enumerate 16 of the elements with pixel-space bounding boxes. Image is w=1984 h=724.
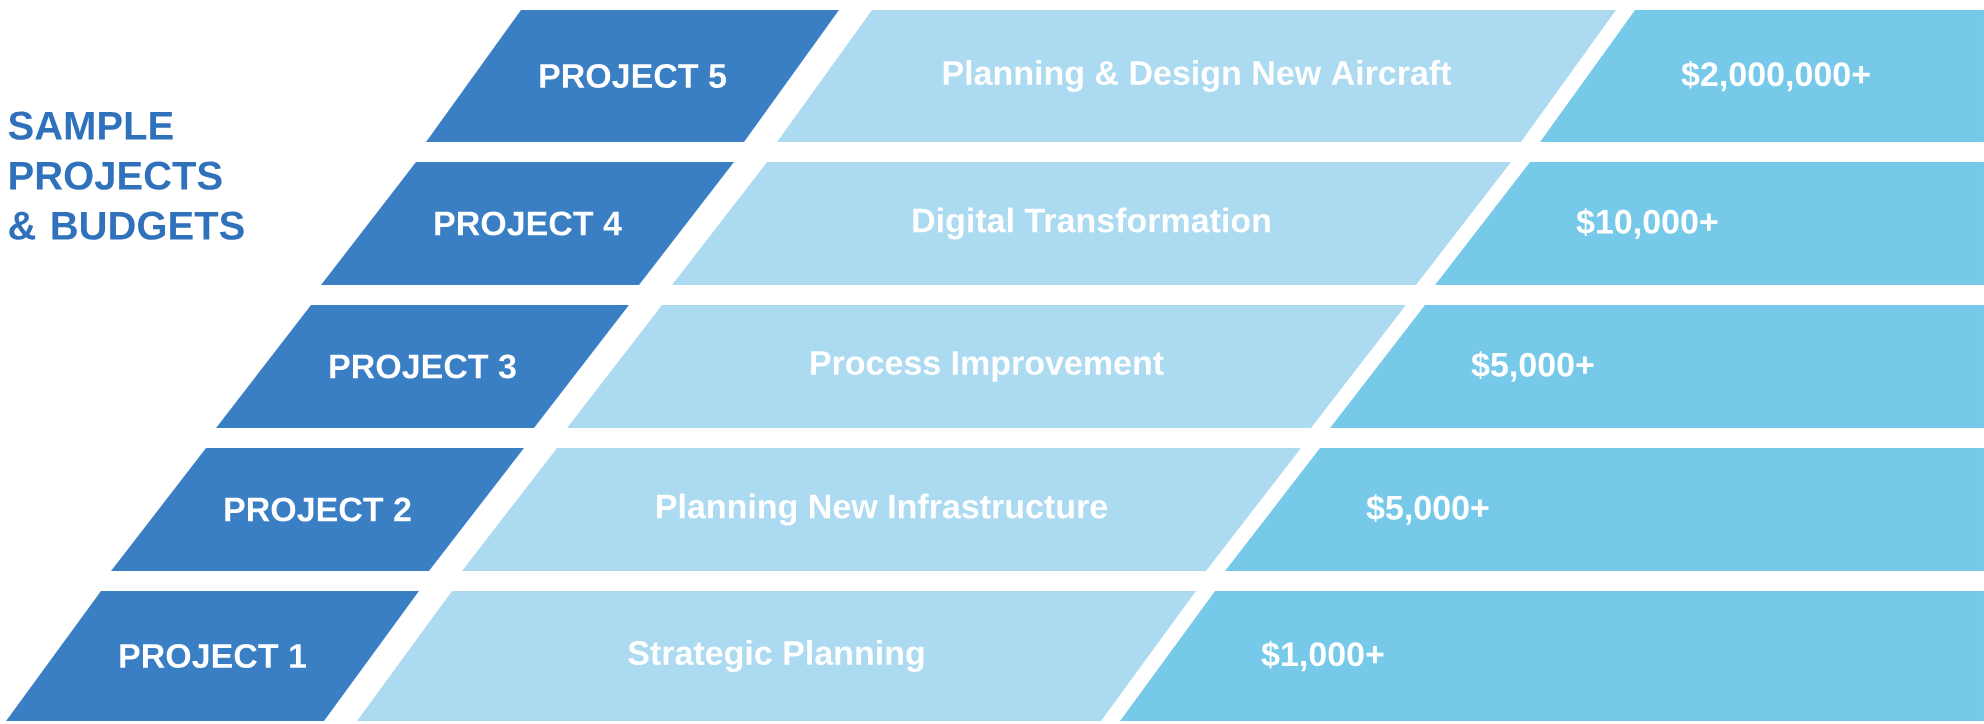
project-label-box: PROJECT 2 bbox=[111, 448, 524, 571]
description-box: Digital Transformation bbox=[672, 162, 1511, 285]
description-box: Strategic Planning bbox=[357, 591, 1196, 721]
project-label-box: PROJECT 5 bbox=[426, 10, 839, 142]
project-label-box: PROJECT 3 bbox=[216, 305, 629, 428]
project-label-box: PROJECT 4 bbox=[321, 162, 734, 285]
description-box: Planning & Design New Aircraft bbox=[777, 10, 1616, 142]
budget-box: $5,000+ bbox=[1225, 448, 1984, 571]
title: SAMPLE PROJECTS & BUDGETS bbox=[8, 111, 244, 240]
budget-box: $10,000+ bbox=[1435, 162, 1984, 285]
budget-box: $1,000+ bbox=[1120, 591, 1984, 721]
description-box: Planning New Infrastructure bbox=[462, 448, 1301, 571]
budget-box: $2,000,000+ bbox=[1540, 10, 1984, 142]
budget-box: $5,000+ bbox=[1330, 305, 1984, 428]
project-label-box: PROJECT 1 bbox=[6, 591, 419, 721]
description-box: Process Improvement bbox=[567, 305, 1406, 428]
